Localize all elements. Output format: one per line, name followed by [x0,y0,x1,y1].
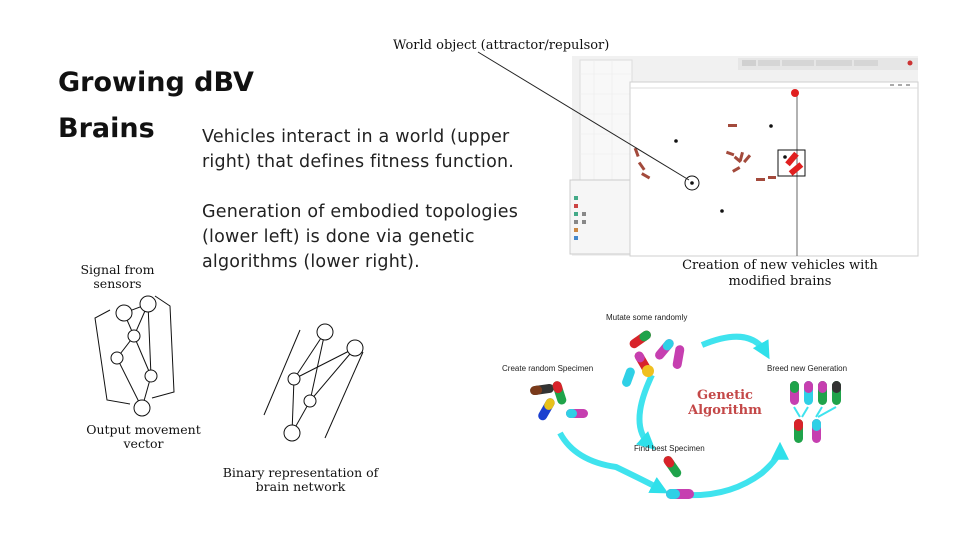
selected-vehicle [785,151,804,176]
ga-find-label: Find best Specimen [634,444,705,453]
capsules-breed [790,381,841,443]
world-object-circle [684,175,700,191]
node-b-mid-right [303,394,317,408]
ga-center-title: Genetic Algorithm [688,388,762,418]
slide-title: Growing dBV Brains [58,60,254,152]
ga-breed-label: Breed new Generation [767,364,848,373]
capsules-mutate [622,330,685,387]
simulator-screenshot [569,56,919,257]
cycle-arrows [557,333,789,499]
ga-mutate-label: Mutate some randomly [606,313,688,322]
brain-network-diagrams [94,295,364,442]
node-b-mid-left [287,372,301,386]
breed-connectors [793,406,837,418]
window-controls [890,84,910,86]
world-object-dot [690,181,694,185]
body-text: Vehicles interact in a world (upper righ… [202,125,542,300]
paragraph-genetic: Generation of embodied topologies (lower… [202,202,519,272]
output-label: Output movement vector [86,422,201,451]
world-view [629,81,919,257]
red-marker-icon [791,89,799,97]
arrow-mutate-to-breed [700,333,770,360]
bracket-right-1 [151,295,175,399]
node-hidden-2 [110,351,124,365]
bracket-left-2 [263,329,301,416]
node-b-right [346,339,364,357]
node-hidden-1 [127,329,141,343]
selected-vehicle-box [777,149,806,177]
arrow-mutate-to-find [635,373,656,450]
arrow-find-to-breed [685,441,789,499]
arrow-create-to-find [557,431,669,494]
bracket-right-2 [324,351,364,439]
node-sensor-right [139,295,157,313]
creation-label: Creation of new vehicles with modified b… [682,258,878,289]
bracket-left-1 [94,309,131,405]
node-hidden-3 [144,369,158,383]
title-line-2: Brains [58,113,155,144]
capsules-find [663,456,694,499]
world-object-label: World object (attractor/repulsor) [393,38,610,53]
toolbar-tabs [742,60,913,66]
tool-icons [574,196,586,240]
signal-label: Signal from sensors [80,262,155,291]
ga-create-label: Create random Specimen [502,364,594,373]
tools-panel [569,179,635,255]
node-b-top [316,323,334,341]
node-sensor-left [115,304,133,322]
plot-pane [579,59,633,181]
capsules-create [530,381,588,421]
binary-label: Binary representation of brain network [222,465,379,494]
node-b-bottom [283,424,301,442]
title-line-1: Growing dBV [58,67,254,98]
node-output [133,399,151,417]
genetic-algorithm-diagram [530,330,841,499]
brain-network-2 [263,323,364,442]
paragraph-world: Vehicles interact in a world (upper righ… [202,127,515,172]
brain-network-1 [94,295,175,417]
